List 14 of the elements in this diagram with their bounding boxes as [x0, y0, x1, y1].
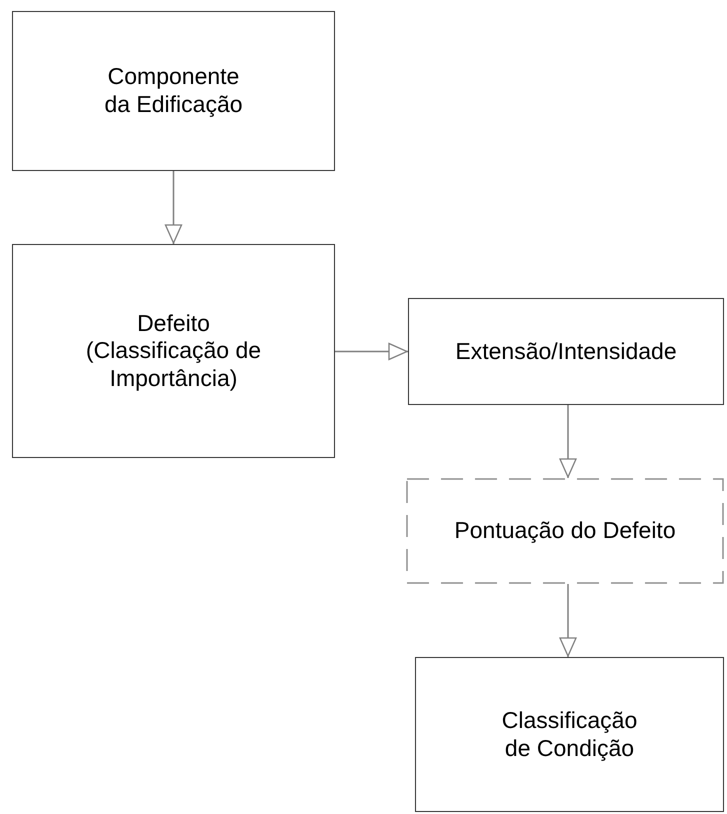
process-box	[12, 244, 335, 458]
process-box	[415, 657, 724, 812]
box-label: Componente da Edificação	[104, 63, 244, 119]
box-label: Pontuação do Defeito	[454, 517, 676, 545]
process-box	[12, 11, 335, 171]
box-label: Extensão/Intensidade	[455, 338, 677, 366]
arrow	[559, 405, 577, 478]
arrow	[164, 171, 182, 244]
dashed-process-box	[406, 478, 724, 584]
arrow	[559, 584, 577, 657]
arrow	[335, 342, 408, 360]
box-label: Defeito (Classificação de Importância)	[84, 310, 262, 392]
box-label: Classificação de Condição	[500, 706, 638, 762]
process-box	[408, 298, 724, 405]
